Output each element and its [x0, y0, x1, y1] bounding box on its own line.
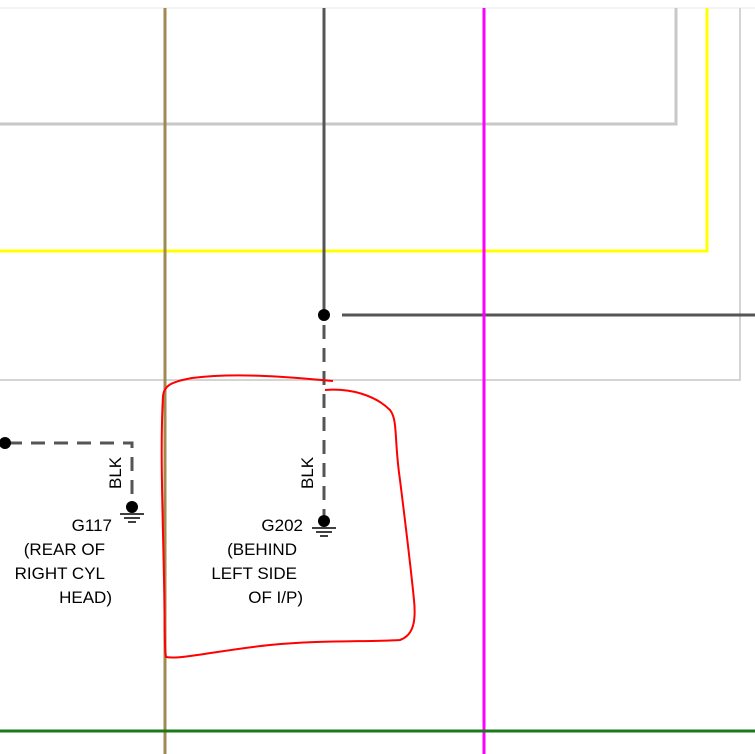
ground-id-g117: G117 [72, 516, 112, 535]
ground-id-g202: G202 [261, 516, 303, 535]
splice-point-g117 [0, 437, 11, 449]
splice-point-g202 [318, 309, 330, 321]
light-gray-wire-upper [0, 8, 678, 126]
ground-symbol-g202 [312, 515, 336, 537]
ground-location-g202-line1: (BEHIND [227, 540, 297, 559]
wire-color-label-g202: BLK [298, 456, 317, 489]
light-gray-wire-lower [0, 8, 741, 381]
ground-location-g117-line1: (REAR OF [24, 540, 105, 559]
ground-symbol-g117 [120, 501, 144, 523]
ground-location-g117-line2: RIGHT CYL [15, 564, 105, 583]
wire-color-label-g117: BLK [106, 456, 125, 489]
red-highlight-annotation [160, 374, 416, 659]
ground-location-g202-line2: LEFT SIDE [211, 564, 297, 583]
ground-location-g117-line3: HEAD) [59, 588, 112, 607]
yellow-wire [0, 8, 709, 253]
ground-wire-g117 [8, 441, 134, 500]
ground-location-g202-line3: OF I/P) [248, 588, 303, 607]
